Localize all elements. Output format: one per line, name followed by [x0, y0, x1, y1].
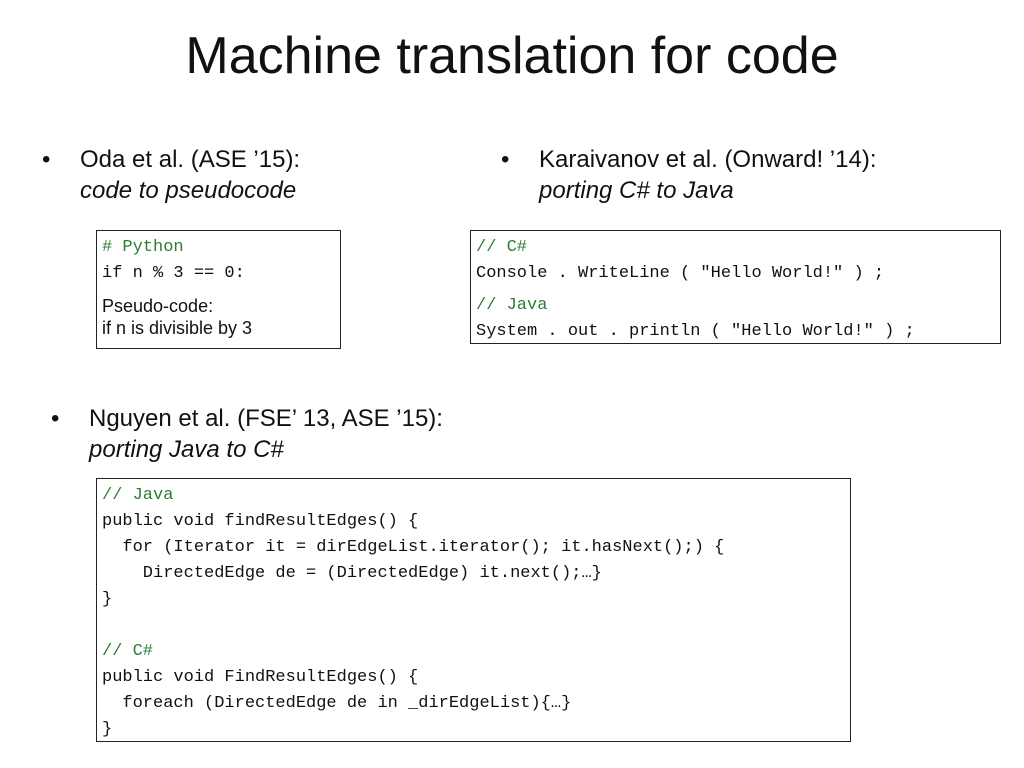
bullet-subheading: porting Java to C# [89, 436, 284, 463]
bullet-marker: • [42, 146, 51, 173]
code-line: } [102, 590, 113, 609]
bullet-subheading: code to pseudocode [80, 177, 297, 204]
code-line: DirectedEdge de = (DirectedEdge) it.next… [102, 564, 602, 583]
pseudo-code-label: Pseudo-code: [102, 296, 214, 316]
nguyen-code-block: // Java public void findResultEdges() { f… [102, 483, 845, 743]
bullet-karaivanov: • Karaivanov et al. (Onward! ’14): porti… [501, 144, 877, 206]
code-line: System . out . println ( "Hello World!" … [476, 322, 915, 341]
code-line: for (Iterator it = dirEdgeList.iterator(… [102, 538, 725, 557]
bullet-heading: Oda et al. (ASE ’15): [80, 146, 301, 173]
bullet-subheading: porting C# to Java [539, 177, 734, 204]
bullet-heading: Karaivanov et al. (Onward! ’14): [539, 146, 877, 173]
code-line: if n % 3 == 0: [102, 264, 245, 283]
code-line: foreach (DirectedEdge de in _dirEdgeList… [102, 694, 572, 713]
code-comment-line: // Java [102, 486, 174, 505]
karaivanov-code-box: // C# Console . WriteLine ( "Hello World!… [470, 230, 1001, 344]
code-comment-line: // C# [102, 642, 154, 661]
oda-code-box: # Python if n % 3 == 0: Pseudo-code: if n… [96, 230, 341, 349]
code-comment-line: // C# [476, 238, 528, 257]
oda-code-block: # Python if n % 3 == 0: [102, 235, 335, 287]
code-comment-line: # Python [102, 238, 184, 257]
slide-title: Machine translation for code [185, 27, 839, 85]
pseudo-code-text: if n is divisible by 3 [102, 318, 253, 338]
nguyen-code-box: // Java public void findResultEdges() { f… [96, 478, 851, 742]
code-line: Console . WriteLine ( "Hello World!" ) ; [476, 264, 885, 283]
code-line: public void findResultEdges() { [102, 512, 419, 531]
code-line: } [102, 720, 113, 739]
bullet-heading: Nguyen et al. (FSE’ 13, ASE ’15): [89, 405, 443, 432]
bullet-oda: • Oda et al. (ASE ’15): code to pseudoco… [42, 144, 300, 206]
karaivanov-code-block: // C# Console . WriteLine ( "Hello World!… [476, 235, 995, 345]
code-blank-line [102, 613, 845, 639]
bullet-nguyen: • Nguyen et al. (FSE’ 13, ASE ’15): port… [51, 403, 443, 465]
bullet-marker: • [51, 405, 60, 432]
bullet-marker: • [501, 146, 510, 173]
code-comment-line: // Java [476, 296, 548, 315]
pseudo-code-block: Pseudo-code: if n is divisible by 3 [102, 295, 335, 339]
code-line: public void FindResultEdges() { [102, 668, 419, 687]
